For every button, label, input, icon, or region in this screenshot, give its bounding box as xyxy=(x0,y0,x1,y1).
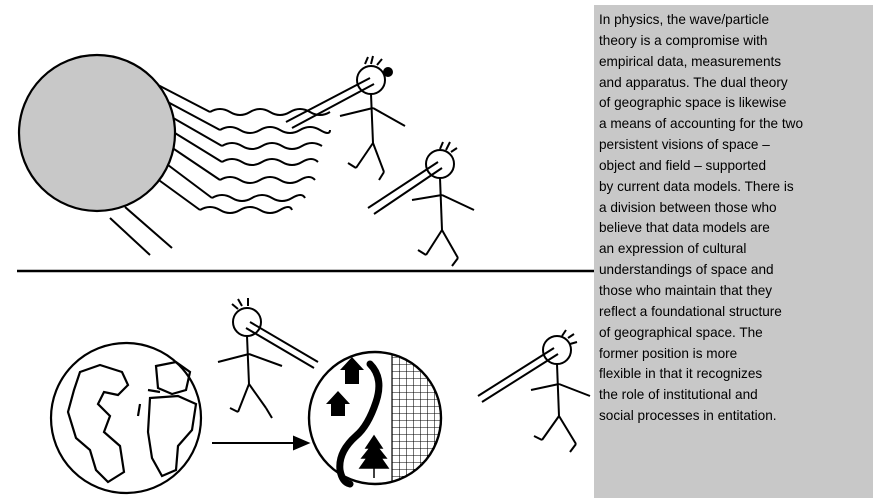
caption-line: an expression of cultural xyxy=(599,241,747,257)
wave-lines xyxy=(199,108,331,214)
caption-line: of geographic space is likewise xyxy=(599,95,787,111)
arrow xyxy=(212,435,311,451)
stick-figure xyxy=(285,55,406,181)
caption-line: In physics, the wave/particle xyxy=(599,12,770,27)
caption-line: the role of institutional and xyxy=(599,387,758,403)
caption-line: those who maintain that they xyxy=(599,282,773,298)
caption-line: of geographical space. The xyxy=(599,324,763,340)
stick-figure xyxy=(477,329,591,453)
stick-figure xyxy=(367,141,475,267)
caption-line: believe that data models are xyxy=(599,220,770,236)
caption-line: by current data models. There is xyxy=(599,178,794,194)
tree-icon xyxy=(358,434,390,478)
caption-line: reflect a foundational structure xyxy=(599,303,782,319)
caption-line: a division between those who xyxy=(599,199,777,215)
object-field-disc xyxy=(307,350,443,488)
house-icon xyxy=(326,391,350,416)
caption-line: object and field – supported xyxy=(599,157,767,173)
caption-line: theory is a compromise with xyxy=(599,32,768,48)
light-rays xyxy=(109,84,223,256)
sun-disc xyxy=(17,53,177,213)
caption-line: persistent visions of space – xyxy=(599,137,770,153)
caption-line: former position is more xyxy=(599,345,738,361)
caption-line: empirical data, measurements xyxy=(599,53,782,69)
world-map-globe xyxy=(49,341,203,495)
caption-line: understandings of space and xyxy=(599,262,774,278)
caption-line: and apparatus. The dual theory xyxy=(599,74,788,90)
stick-figure xyxy=(217,298,319,419)
house-icon xyxy=(340,357,364,384)
caption-line: a means of accounting for the two xyxy=(599,116,804,132)
caption-line: social processes in entitation. xyxy=(599,408,777,424)
caption-line: flexible in that it recognizes xyxy=(599,366,763,382)
caption-panel: In physics, the wave/particle theory is … xyxy=(594,5,873,498)
